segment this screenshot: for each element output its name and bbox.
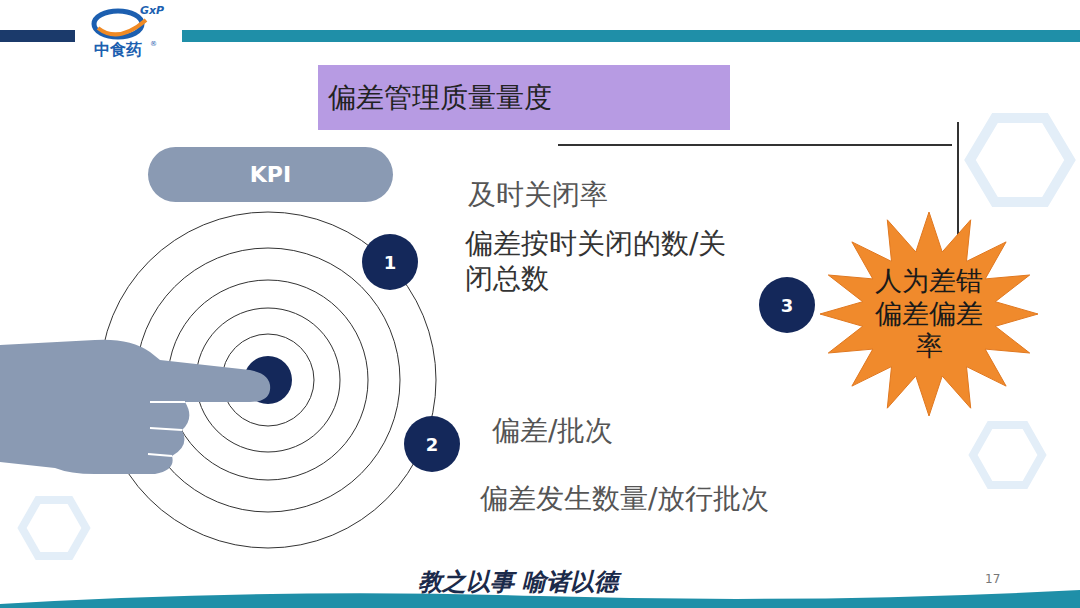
title-box: 偏差管理质量量度	[318, 65, 730, 130]
hexagon-deco	[22, 500, 86, 556]
top-bar-dark	[0, 30, 75, 42]
callout-number: 3	[759, 277, 815, 333]
kpi-heading: 偏差/批次	[492, 412, 613, 450]
leader-line	[957, 122, 959, 238]
node-text: 1	[384, 252, 397, 273]
kpi-heading: 及时关闭率	[468, 176, 608, 214]
motto: 教之以事 喻诸以德	[418, 566, 618, 598]
kpi-pill: KPI	[148, 147, 393, 202]
node-text: 人为差错偏差偏差率	[870, 265, 988, 362]
node-text: KPI	[250, 162, 291, 187]
logo-text: GxP	[140, 4, 164, 17]
finger-lines	[148, 402, 185, 456]
pointing-hand	[0, 340, 270, 474]
logo-text: 中食药	[94, 40, 142, 61]
hexagon-deco	[970, 118, 1070, 202]
starburst: 人为差错偏差偏差率	[818, 210, 1040, 418]
slide-title: 偏差管理质量量度	[328, 79, 552, 117]
kpi-body: 偏差按时关闭的数/关闭总数	[465, 226, 743, 296]
callout-number: 1	[362, 234, 418, 290]
star-outline	[820, 212, 1038, 416]
page-number: 17	[985, 572, 1000, 586]
hexagon-deco	[973, 425, 1042, 485]
logo-swoosh	[98, 20, 146, 34]
top-bar-teal	[182, 30, 1080, 42]
node-text: 3	[781, 295, 794, 316]
leader-line	[558, 144, 952, 146]
logo-mark: ®	[150, 40, 157, 48]
node-text: 2	[426, 434, 439, 455]
callout-number: 2	[404, 416, 460, 472]
kpi-body: 偏差发生数量/放行批次	[480, 480, 769, 518]
